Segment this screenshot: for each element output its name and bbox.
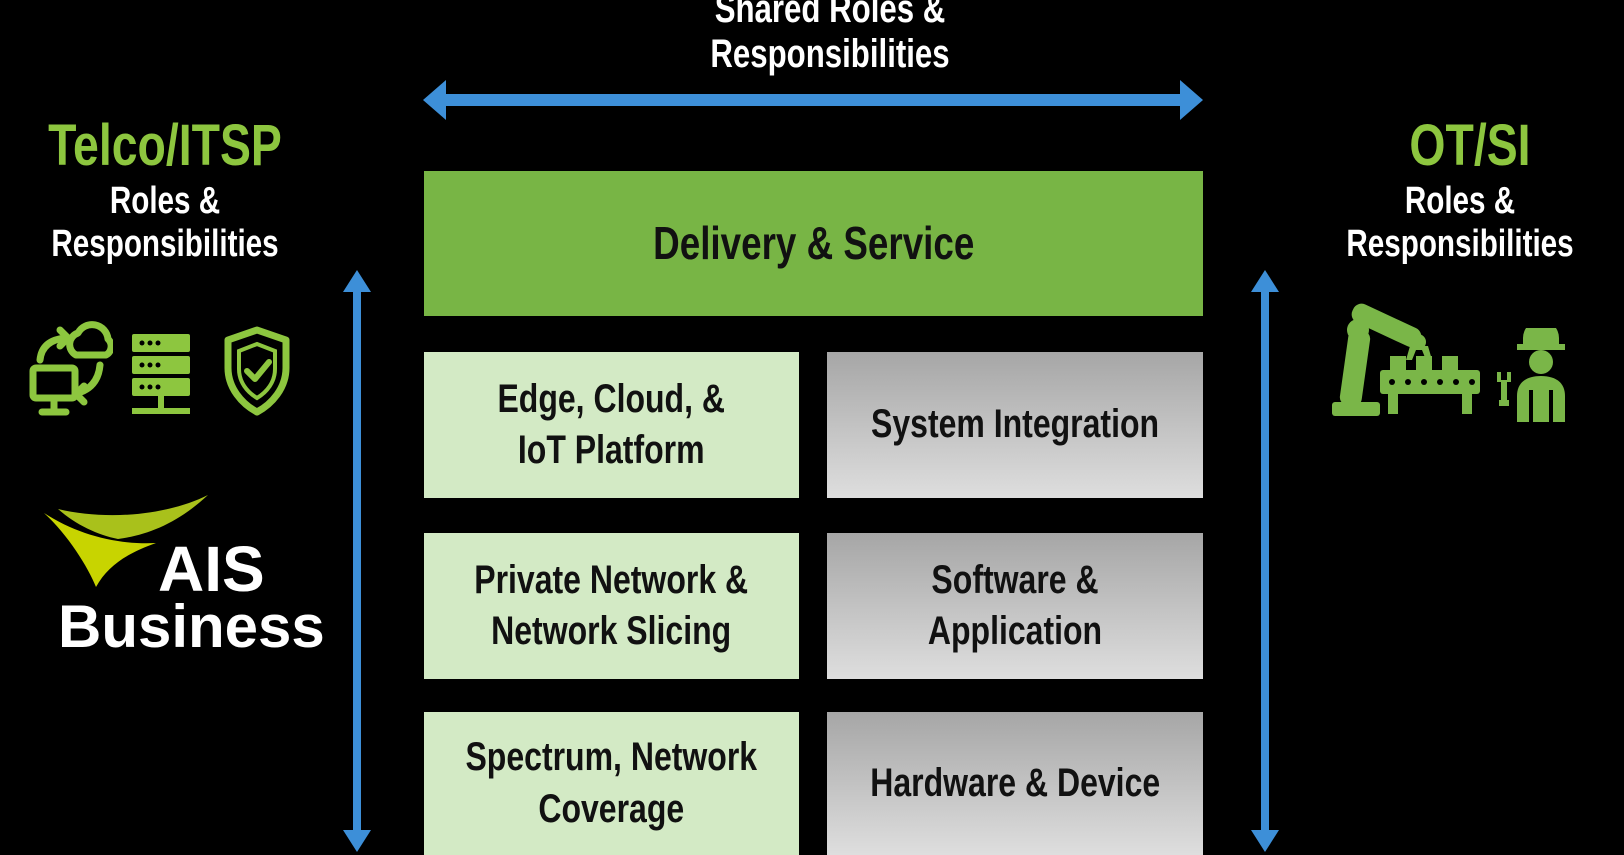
hardware-device-block: Hardware & Device	[827, 712, 1203, 855]
system-integration-block: System Integration	[827, 352, 1203, 498]
cloud-sync-icon	[29, 321, 113, 416]
private-network-label: Private Network & Network Slicing	[474, 557, 749, 653]
shield-check-icon	[224, 326, 290, 416]
delivery-service-label: Delivery & Service	[652, 217, 975, 270]
business-logo-text: Business	[58, 593, 325, 660]
left-vertical-arrow	[343, 270, 371, 852]
engineer-icon	[1497, 328, 1565, 422]
shared-double-arrow	[423, 80, 1203, 120]
spectrum-coverage-block: Spectrum, Network Coverage	[424, 712, 799, 855]
private-network-block: Private Network & Network Slicing	[424, 533, 799, 679]
telco-title: Telco/ITSP	[48, 112, 282, 178]
hardware-device-label: Hardware & Device	[870, 760, 1160, 805]
right-vertical-arrow	[1251, 270, 1279, 852]
software-application-label: Software & Application	[927, 557, 1103, 653]
robot-arm-conveyor-icon	[1332, 303, 1480, 416]
edge-cloud-iot-block: Edge, Cloud, & IoT Platform	[424, 352, 799, 498]
edge-cloud-iot-label: Edge, Cloud, & IoT Platform	[497, 376, 726, 472]
ais-business-logo: AIS Business	[38, 495, 325, 670]
server-icon	[132, 334, 190, 414]
delivery-service-block: Delivery & Service	[424, 171, 1203, 316]
ais-swoosh-icon	[44, 495, 208, 587]
spectrum-coverage-label: Spectrum, Network Coverage	[465, 735, 758, 831]
ot-si-title: OT/SI	[1409, 112, 1531, 178]
system-integration-label: System Integration	[870, 402, 1160, 447]
ais-logo-text: AIS	[158, 533, 265, 605]
software-application-block: Software & Application	[827, 533, 1203, 679]
